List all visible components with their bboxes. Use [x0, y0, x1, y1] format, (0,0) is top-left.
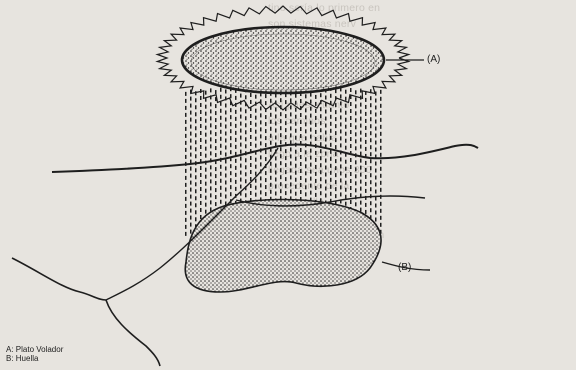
legend: A: Plato Volador B: Huella [6, 345, 63, 363]
legend-item-b: B: Huella [6, 354, 63, 363]
ground-left-line [12, 258, 106, 300]
footprint-mark [185, 200, 381, 292]
legend-item-a: A: Plato Volador [6, 345, 63, 354]
saucer-label: (A) [427, 54, 440, 65]
flying-saucer [182, 27, 384, 93]
footprint-label: (B) [398, 262, 411, 273]
ground-bottom-line [106, 300, 160, 366]
